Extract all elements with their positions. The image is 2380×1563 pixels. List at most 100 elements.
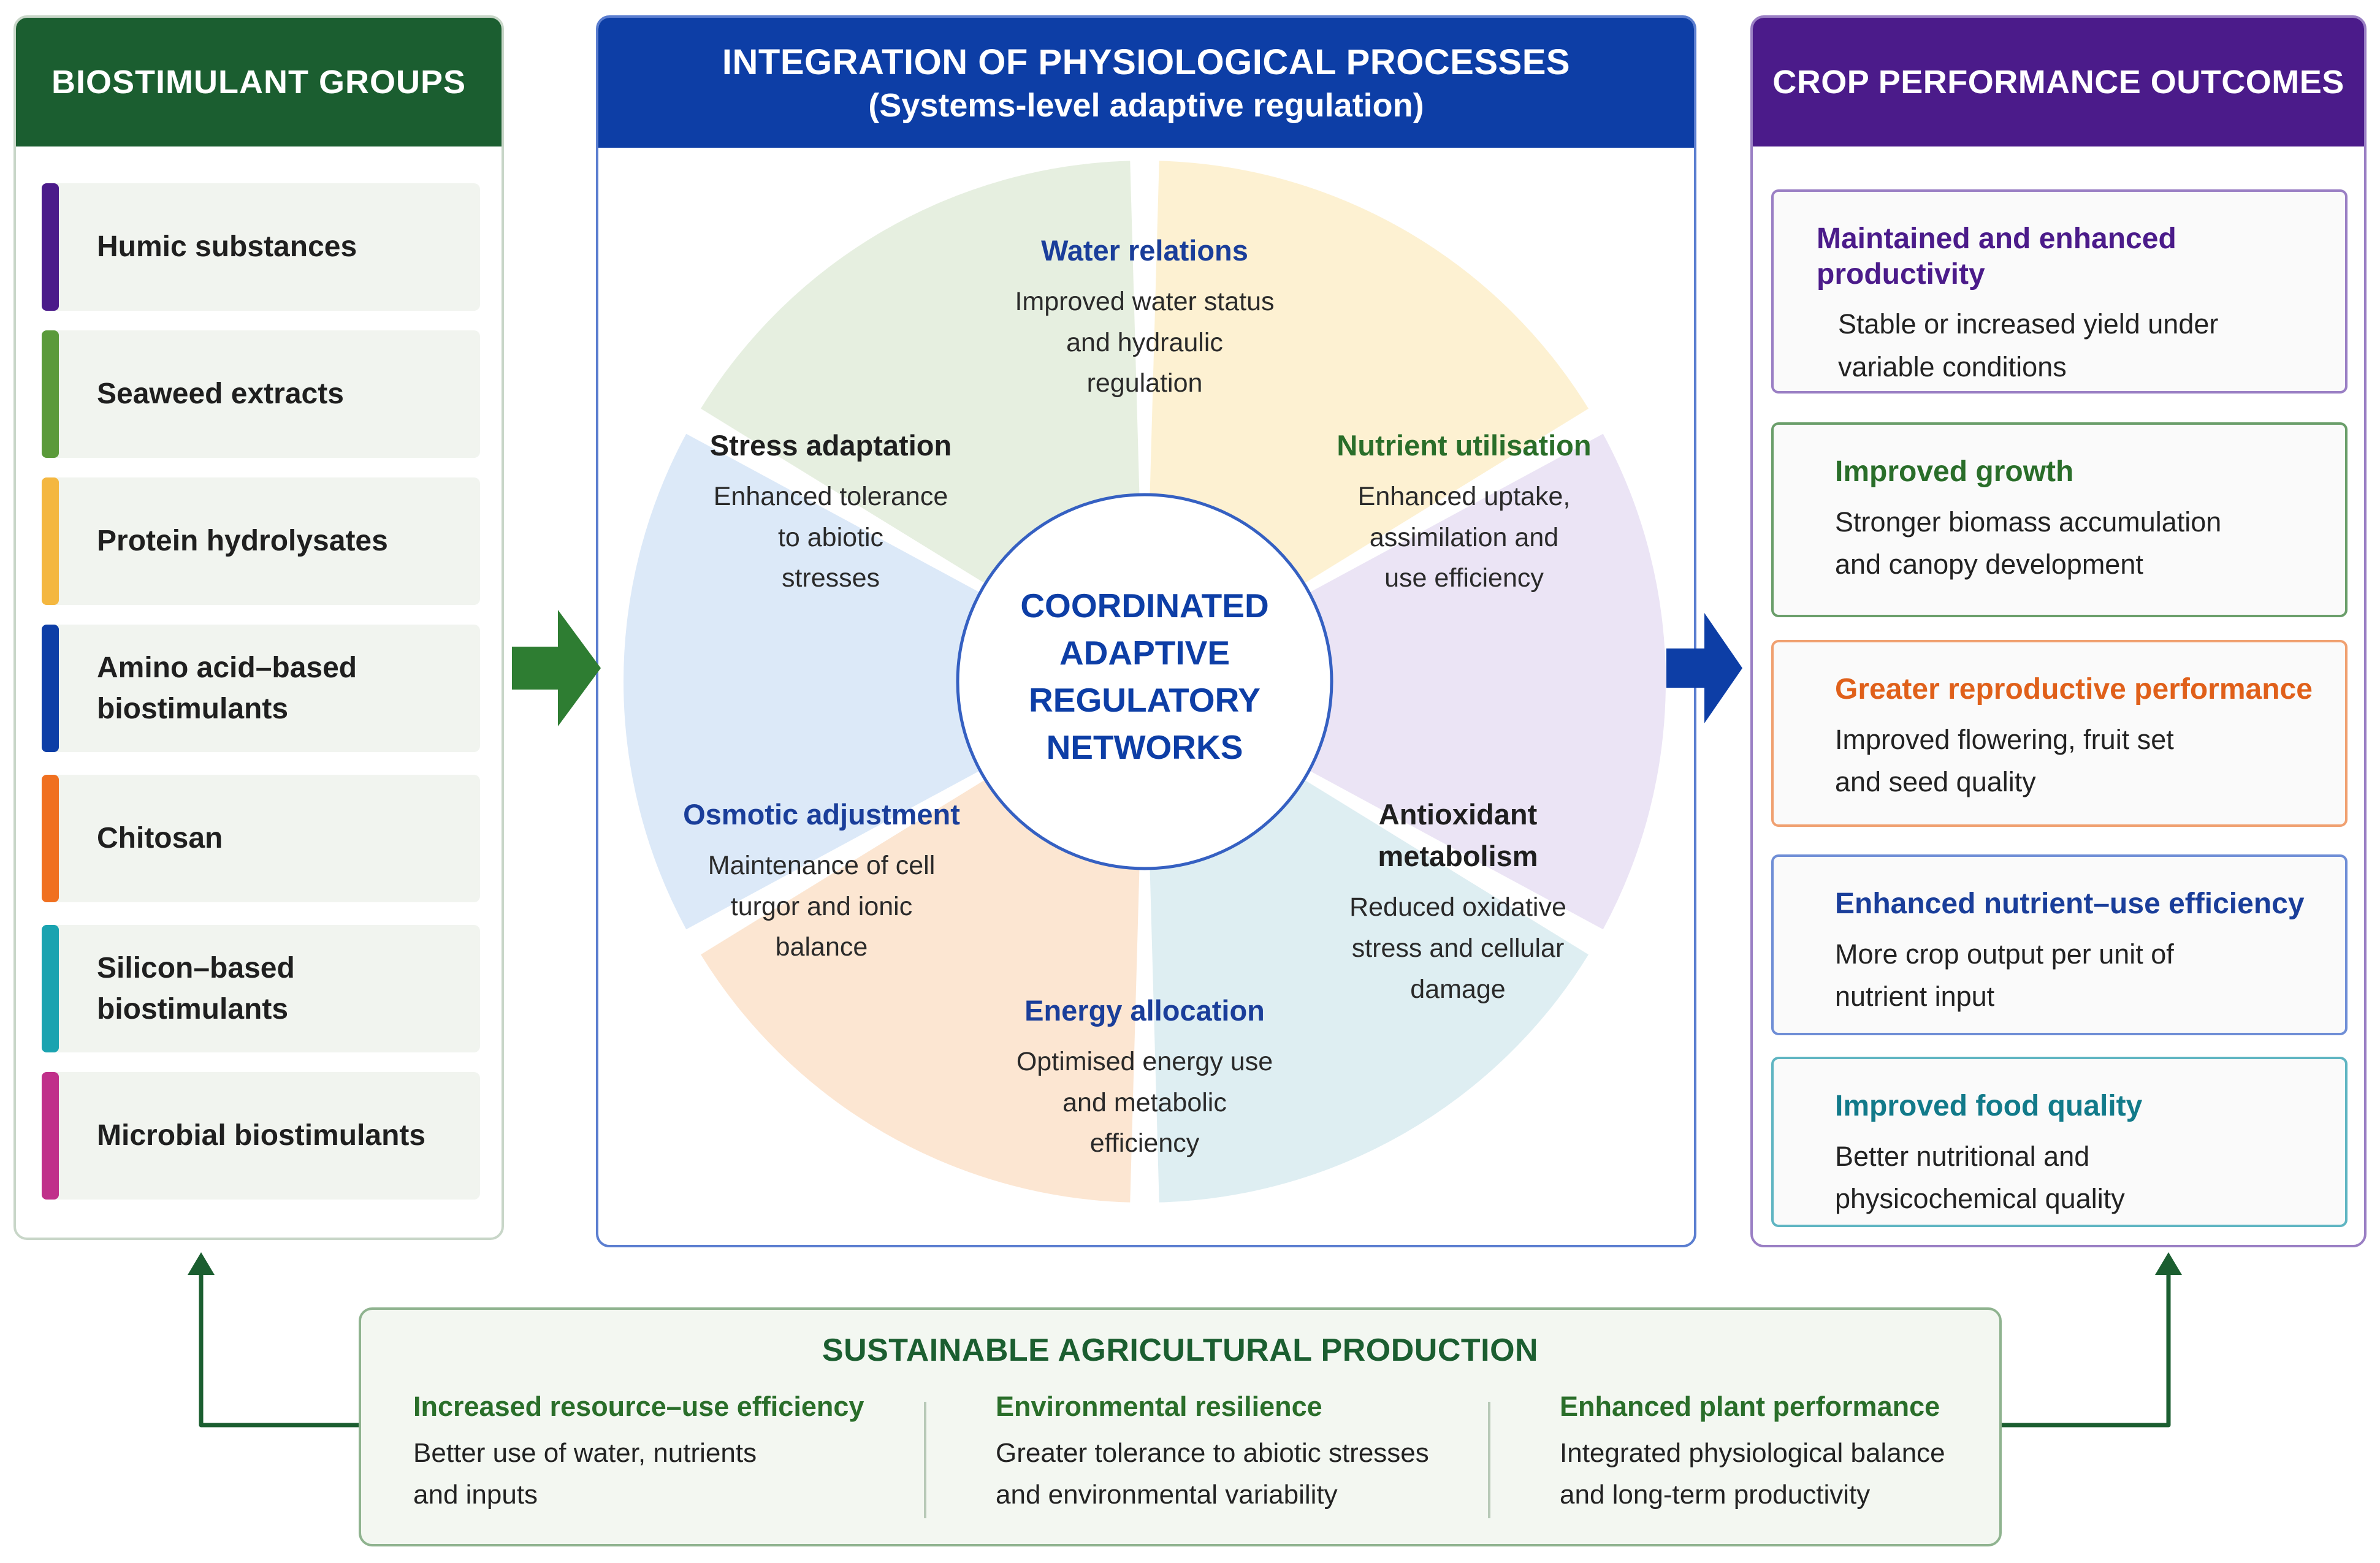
segment-title-line: metabolism	[1378, 840, 1538, 873]
outcome-title: Improved growth	[1835, 455, 2074, 488]
segment-title: Energy allocation	[988, 990, 1301, 1032]
segment-description-line: Optimised energy use	[1016, 1047, 1273, 1077]
segment-description-line: assimilation and	[1369, 522, 1559, 552]
segment-title-line: Osmotic adjustment	[683, 798, 960, 831]
sustainable-column-title: Enhanced plant performance	[1560, 1391, 1940, 1422]
crop-outcomes-panel: CROP PERFORMANCE OUTCOMES Maintained and…	[1750, 15, 2367, 1247]
group-label-line: Microbial biostimulants	[97, 1119, 426, 1152]
group-label: Microbial biostimulants	[97, 1115, 425, 1156]
outcome-description-line: More crop output per unit of	[1835, 938, 2174, 970]
center-label-line: COORDINATED	[1020, 587, 1269, 625]
biostimulant-group-item: Microbial biostimulants	[42, 1072, 480, 1200]
outcome-description-line: physicochemical quality	[1835, 1183, 2125, 1215]
crop-outcomes-title: CROP PERFORMANCE OUTCOMES	[1772, 64, 2344, 101]
sustainable-description-line: Integrated physiological balance	[1560, 1438, 1945, 1468]
segment-title-line: Energy allocation	[1024, 994, 1265, 1027]
segment-title: Nutrient utilisation	[1299, 425, 1630, 466]
outcome-description: More crop output per unit of nutrient inp…	[1835, 933, 2345, 1019]
group-color-bar	[42, 625, 59, 752]
right-feedback-arrowhead-icon	[2155, 1252, 2182, 1275]
column-divider	[1488, 1402, 1490, 1518]
group-label: Seaweed extracts	[97, 373, 344, 414]
group-color-bar	[42, 775, 59, 902]
water-relations-segment	[624, 433, 1145, 930]
biostimulant-group-item: Protein hydrolysates	[42, 477, 480, 605]
energy-allocation-segment	[1145, 433, 1666, 930]
outcome-title: Enhanced nutrient–use efficiency	[1835, 888, 2305, 920]
segment-description-line: and hydraulic	[1066, 327, 1223, 357]
segment-description-line: Enhanced tolerance	[713, 482, 948, 512]
outcome-description-line: Improved flowering, fruit set	[1835, 723, 2174, 755]
segment-description-line: use efficiency	[1384, 563, 1544, 593]
group-label-line: Chitosan	[97, 822, 223, 855]
left-feedback-line	[199, 1269, 359, 1428]
arrow-right-blue-icon	[1666, 613, 1742, 723]
segment-description-line: balance	[775, 932, 868, 962]
biostimulant-groups-header: BIOSTIMULANT GROUPS	[16, 18, 502, 146]
group-label-line: biostimulants	[97, 993, 289, 1025]
center-label-line: REGULATORY	[1029, 681, 1261, 719]
group-label-line: Protein hydrolysates	[97, 525, 388, 558]
segment-description-line: to abiotic	[777, 522, 884, 552]
sustainable-description-line: Greater tolerance to abiotic stresses	[996, 1438, 1429, 1468]
outcome-description: Improved flowering, fruit set and seed qu…	[1835, 718, 2345, 804]
biostimulant-group-item: Chitosan	[42, 775, 480, 902]
outcome-title: Improved food quality	[1835, 1090, 2143, 1122]
segment-description: Enhanced tolerance to abiotic stresses	[668, 476, 993, 599]
segment-description-line: turgor and ionic	[730, 891, 913, 921]
segment-title-line: Nutrient utilisation	[1337, 429, 1592, 462]
group-label: Protein hydrolysates	[97, 520, 388, 561]
segment-description-line: regulation	[1086, 368, 1203, 398]
group-label-line: Humic substances	[97, 230, 357, 264]
group-label-line: Seaweed extracts	[97, 378, 344, 411]
sustainable-production-title: SUSTAINABLE AGRICULTURAL PRODUCTION	[822, 1333, 1539, 1368]
sustainable-column-description: Integrated physiological balance and long…	[1560, 1432, 1945, 1516]
outcome-description-line: variable conditions	[1838, 351, 2067, 382]
biostimulant-groups-title: BIOSTIMULANT GROUPS	[51, 64, 466, 101]
group-color-bar	[42, 477, 59, 605]
group-color-bar	[42, 925, 59, 1052]
outcome-title: Maintained and enhanced productivity	[1817, 222, 2176, 291]
column-divider	[924, 1402, 926, 1518]
sustainable-description-line: and long-term productivity	[1560, 1480, 1871, 1510]
segment-description-line: efficiency	[1089, 1128, 1200, 1158]
group-color-bar	[42, 330, 59, 458]
group-color-bar	[42, 183, 59, 311]
segment-title-line: Stress adaptation	[709, 429, 952, 462]
biostimulant-group-item: Humic substances	[42, 183, 480, 311]
right-feedback-line	[2002, 1269, 2171, 1428]
sustainable-column-title: Environmental resilience	[996, 1391, 1322, 1422]
crop-outcomes-header: CROP PERFORMANCE OUTCOMES	[1753, 18, 2364, 146]
group-label: Chitosan	[97, 818, 223, 859]
segment-description-line: Improved water status	[1015, 287, 1275, 317]
outcome-description-line: nutrient input	[1835, 981, 1995, 1013]
segment-title: Water relations	[988, 230, 1301, 272]
sustainable-description-line: and environmental variability	[996, 1480, 1338, 1510]
segment-description-line: stresses	[781, 563, 880, 593]
outcome-description-line: and seed quality	[1835, 766, 2036, 798]
sustainable-column-description: Greater tolerance to abiotic stresses and…	[996, 1432, 1429, 1516]
outcome-description-line: Stronger biomass accumulation	[1835, 506, 2222, 538]
group-color-bar	[42, 1072, 59, 1200]
segment-description-line: Maintenance of cell	[708, 851, 936, 881]
sustainable-production-panel: SUSTAINABLE AGRICULTURAL PRODUCTION Incr…	[359, 1307, 2002, 1546]
outcome-title: Greater reproductive performance	[1835, 673, 2313, 705]
integration-title: INTEGRATION OF PHYSIOLOGICAL PROCESSES	[722, 42, 1571, 82]
center-label-line: NETWORKS	[1046, 728, 1243, 766]
sustainable-description-line: and inputs	[413, 1480, 538, 1510]
